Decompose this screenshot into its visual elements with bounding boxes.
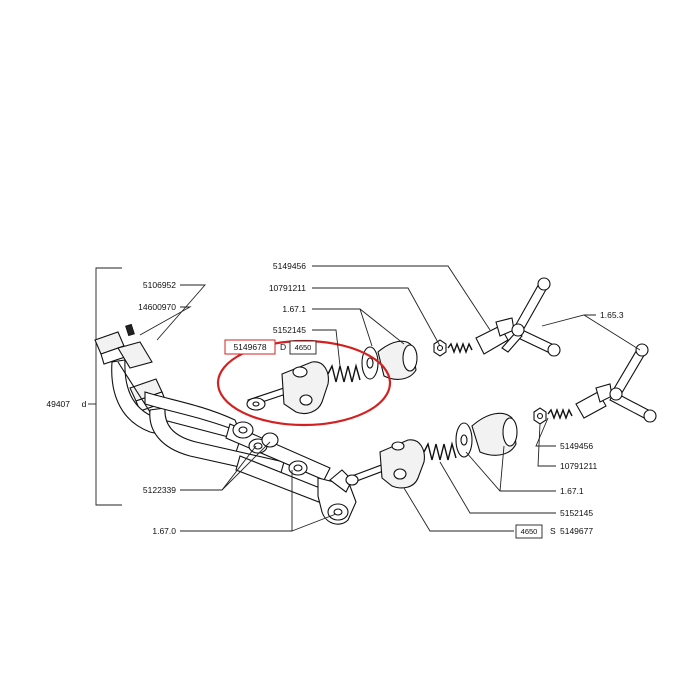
label-10791211-top: 10791211	[269, 283, 306, 293]
master-cylinder-bottom	[345, 412, 518, 489]
label-1-67-1-right: 1.67.1	[560, 486, 584, 496]
quantity-box-top	[289, 340, 317, 355]
label-5149677: 5149677	[560, 526, 593, 536]
label-5122339: 5122339	[143, 485, 176, 495]
label-5152145-bottom: 5152145	[560, 508, 593, 518]
part-number-box-5149678	[224, 339, 276, 355]
label-4650-bottom: 4650	[521, 527, 538, 536]
pedal-assembly	[94, 323, 357, 525]
label-4650-top: 4650	[295, 343, 312, 352]
label-49407-suffix: d	[82, 399, 87, 409]
label-5149456-right: 5149456	[560, 441, 593, 451]
label-1-67-1-top: 1.67.1	[282, 304, 306, 314]
group-bracket-49407	[88, 267, 122, 506]
label-49407: 49407	[46, 399, 70, 409]
label-14600970: 14600970	[138, 302, 176, 312]
label-5152145-top: 5152145	[273, 325, 306, 335]
label-5149677-suffix: S	[550, 526, 556, 536]
label-1-67-0: 1.67.0	[152, 526, 176, 536]
leader-lines	[139, 265, 641, 532]
master-cylinder-top	[246, 340, 418, 415]
part-labels: 5106952 14600970 49407 d 5122339 1.67.0 …	[46, 261, 624, 539]
label-1-65-3: 1.65.3	[600, 310, 624, 320]
label-5149678: 5149678	[233, 342, 266, 352]
upper-linkage	[433, 277, 561, 357]
label-5106952: 5106952	[143, 280, 176, 290]
label-5149456-top: 5149456	[273, 261, 306, 271]
label-10791211-right: 10791211	[560, 461, 597, 471]
lower-linkage	[533, 343, 657, 425]
label-5149678-suffix: D	[280, 342, 286, 352]
quantity-box-bottom	[515, 524, 543, 539]
